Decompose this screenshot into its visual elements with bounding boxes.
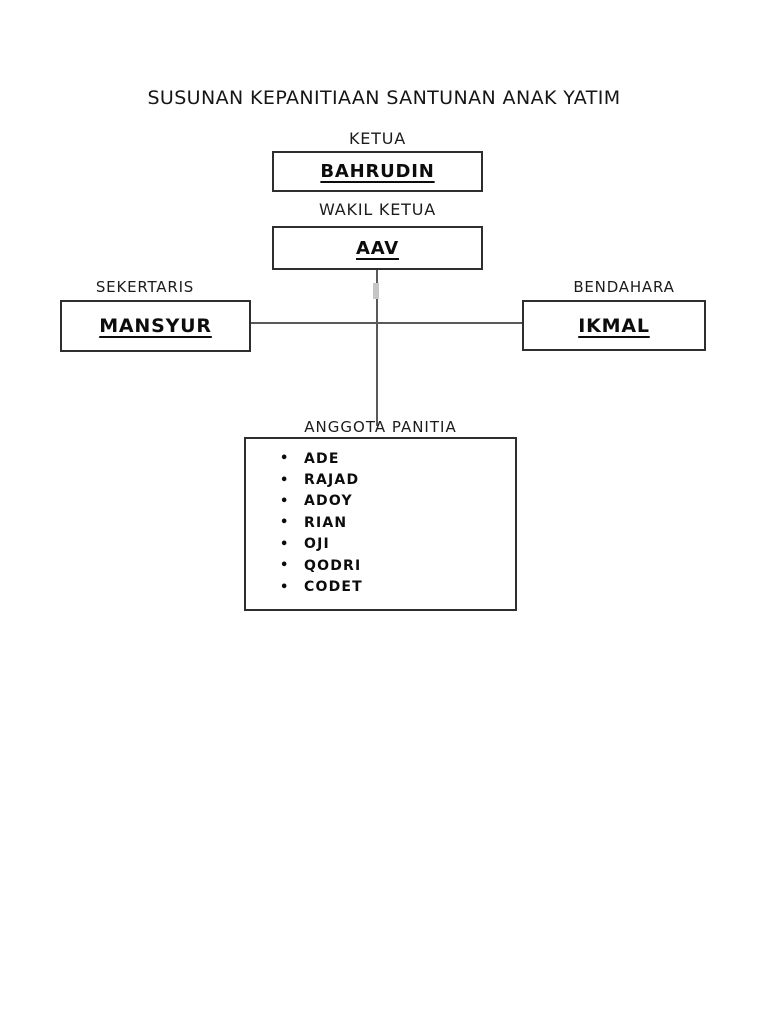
member-name: RAJAD bbox=[304, 472, 360, 489]
member-list: • ADE • RAJAD • ADOY • RIAN • OJI • QODR… bbox=[280, 448, 515, 598]
group-label-anggota-panitia: ANGGOTA PANITIA bbox=[304, 418, 457, 436]
bullet-icon: • bbox=[280, 451, 290, 467]
connector-horizontal-line bbox=[250, 322, 523, 324]
org-node-wakil-ketua-name: AAV bbox=[356, 237, 399, 259]
list-item: • RIAN bbox=[280, 512, 515, 533]
role-label-ketua: KETUA bbox=[348, 129, 407, 148]
bullet-icon: • bbox=[280, 536, 290, 552]
member-name: ADE bbox=[304, 450, 340, 467]
bullet-icon: • bbox=[280, 558, 290, 574]
org-group-anggota-panitia: • ADE • RAJAD • ADOY • RIAN • OJI • QODR… bbox=[244, 437, 517, 611]
bullet-icon: • bbox=[280, 579, 290, 595]
bullet-icon: • bbox=[280, 472, 290, 488]
connector-vertical-line bbox=[376, 270, 378, 426]
role-label-wakil-ketua: WAKIL KETUA bbox=[319, 200, 436, 219]
member-name: ADOY bbox=[304, 493, 353, 510]
org-node-sekertaris-name: MANSYUR bbox=[99, 315, 212, 337]
org-node-ketua-name: BAHRUDIN bbox=[320, 161, 435, 182]
list-item: • OJI bbox=[280, 534, 515, 555]
member-name: OJI bbox=[304, 536, 330, 553]
bullet-icon: • bbox=[280, 493, 290, 509]
member-name: RIAN bbox=[304, 514, 348, 531]
list-item: • QODRI bbox=[280, 555, 515, 576]
list-item: • CODET bbox=[280, 576, 515, 597]
page-title: SUSUNAN KEPANITIAAN SANTUNAN ANAK YATIM bbox=[147, 87, 621, 109]
org-node-ketua: BAHRUDIN bbox=[272, 151, 483, 192]
org-node-bendahara-name: IKMAL bbox=[578, 314, 650, 337]
role-label-bendahara: BENDAHARA bbox=[573, 278, 675, 296]
org-node-bendahara: IKMAL bbox=[522, 300, 706, 351]
bullet-icon: • bbox=[280, 515, 290, 531]
member-name: QODRI bbox=[304, 557, 362, 574]
list-item: • RAJAD bbox=[280, 469, 515, 490]
org-node-wakil-ketua: AAV bbox=[272, 226, 483, 270]
org-node-sekertaris: MANSYUR bbox=[60, 300, 251, 352]
connector-artifact-mark bbox=[373, 283, 379, 299]
role-label-sekertaris: SEKERTARIS bbox=[95, 278, 195, 296]
list-item: • ADOY bbox=[280, 491, 515, 512]
member-name: CODET bbox=[304, 579, 363, 596]
list-item: • ADE bbox=[280, 448, 515, 469]
